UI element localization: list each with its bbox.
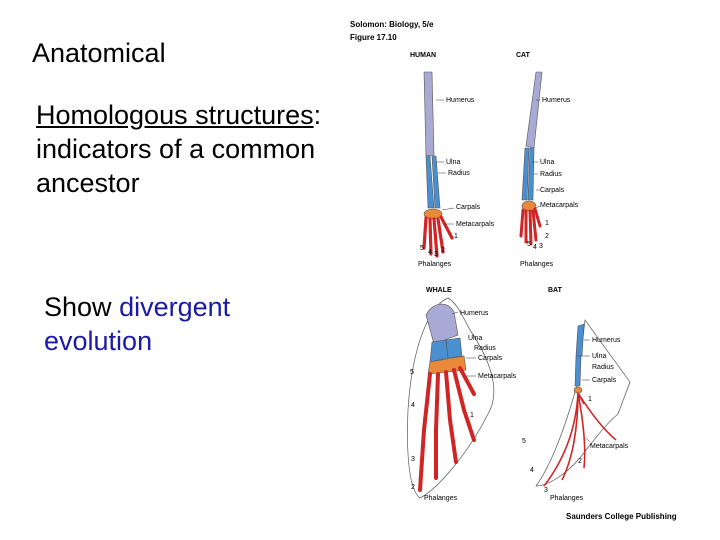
whale-carpals-label: Carpals	[478, 355, 503, 362]
human-digit-5: 5	[420, 245, 424, 252]
human-digit-1: 1	[454, 233, 458, 240]
whale-digit-4: 4	[411, 402, 415, 409]
bat-phalanges-label: Phalanges	[550, 495, 584, 502]
cat-digit-1: 1	[545, 220, 549, 227]
bullet-divergent: Show divergent evolution	[44, 290, 304, 358]
homologous-limbs-figure: Solomon: Biology, 5/e Figure 17.10 HUMAN…	[350, 20, 677, 521]
human-bones	[422, 71, 454, 258]
cat-digit-4: 4	[533, 244, 537, 251]
bat-digit-3: 3	[544, 487, 548, 494]
human-phalanges-label: Phalanges	[418, 261, 452, 268]
bat-humerus-label: Humerus	[592, 337, 621, 344]
human-labels: Humerus Ulna Radius Carpals Metacarpals …	[418, 97, 495, 268]
figure-source: Solomon: Biology, 5/e	[350, 20, 434, 29]
bat-ulna-label: Ulna	[592, 353, 607, 360]
cat-heading: CAT	[516, 52, 531, 59]
bat-radius-label: Radius	[592, 364, 614, 371]
human-humerus-label: Humerus	[446, 97, 475, 104]
cat-phalanges-label: Phalanges	[520, 261, 554, 268]
homologous-definition: : indicators of a common ancestor	[36, 100, 322, 198]
cat-bones	[519, 71, 543, 246]
bat-labels: Humerus Ulna Radius Carpals Metacarpals …	[550, 337, 629, 502]
human-heading: HUMAN	[410, 52, 436, 59]
human-ulna-label: Ulna	[446, 159, 461, 166]
cat-humerus-label: Humerus	[542, 97, 571, 104]
human-metacarpals-label: Metacarpals	[456, 221, 495, 228]
bullet-homologous: Homologous structures: indicators of a c…	[36, 98, 326, 200]
whale-ulna-label: Ulna	[468, 335, 483, 342]
bat-digit-4: 4	[530, 467, 534, 474]
human-digit-3: 3	[434, 251, 438, 258]
human-digit-numbers: 5 4 3 2 1	[420, 233, 458, 258]
cat-labels: Humerus Ulna Radius Carpals Metacarpals …	[520, 97, 579, 268]
cat-digit-numbers: 5 4 3 2 1	[527, 220, 549, 251]
bat-heading: BAT	[548, 287, 563, 294]
human-carpals-label: Carpals	[456, 204, 481, 211]
whale-radius-label: Radius	[474, 345, 496, 352]
whale-digit-2: 2	[411, 484, 415, 491]
whale-digit-3: 3	[411, 456, 415, 463]
bat-bones	[543, 323, 617, 487]
whale-digit-numbers: 5 4 3 2 1	[410, 369, 474, 491]
cat-ulna-label: Ulna	[540, 159, 555, 166]
bat-carpals-label: Carpals	[592, 377, 617, 384]
whale-digit-5: 5	[410, 369, 414, 376]
whale-labels: Humerus Ulna Radius Carpals Metacarpals …	[424, 310, 517, 502]
slide-title: Anatomical	[32, 38, 166, 68]
whale-limb-panel: WHALE Humerus Ulna Radius Carpals Metaca…	[407, 287, 517, 502]
human-limb-panel: HUMAN Humerus Ulna Radius Carpals Metaca…	[410, 52, 495, 268]
bat-digit-2: 2	[578, 458, 582, 465]
whale-flipper-outline	[407, 297, 495, 499]
whale-phalanges-label: Phalanges	[424, 495, 458, 502]
cat-metacarpals-label: Metacarpals	[540, 202, 579, 209]
human-digit-2: 2	[441, 247, 445, 254]
divergent-prefix: Show	[44, 292, 112, 322]
bat-metacarpals-label: Metacarpals	[590, 443, 629, 450]
divergent-evolution-text: divergent evolution	[44, 292, 231, 356]
cat-digit-3: 3	[539, 243, 543, 250]
whale-digit-1: 1	[470, 412, 474, 419]
cat-radius-label: Radius	[540, 171, 562, 178]
cat-carpals-label: Carpals	[540, 187, 565, 194]
human-digit-4: 4	[428, 249, 432, 256]
bat-wing-outline	[535, 319, 631, 487]
cat-limb-panel: CAT Humerus Ulna Radius Carpals Metacarp…	[516, 52, 579, 268]
whale-bones	[418, 303, 476, 492]
bat-digit-numbers: 5 4 3 2 1	[522, 396, 592, 494]
whale-heading: WHALE	[426, 287, 452, 294]
whale-humerus-label: Humerus	[460, 310, 489, 317]
homologous-term: Homologous structures	[36, 100, 314, 130]
bat-digit-5: 5	[522, 438, 526, 445]
whale-metacarpals-label: Metacarpals	[478, 373, 517, 380]
cat-digit-2: 2	[545, 233, 549, 240]
cat-digit-5: 5	[527, 241, 531, 248]
publisher-credit: Saunders College Publishing	[566, 512, 677, 521]
bat-digit-1: 1	[588, 396, 592, 403]
figure-number: Figure 17.10	[350, 33, 397, 42]
human-radius-label: Radius	[448, 170, 470, 177]
bat-limb-panel: BAT Humerus Ulna Radius Carpals Metacarp…	[522, 287, 631, 502]
